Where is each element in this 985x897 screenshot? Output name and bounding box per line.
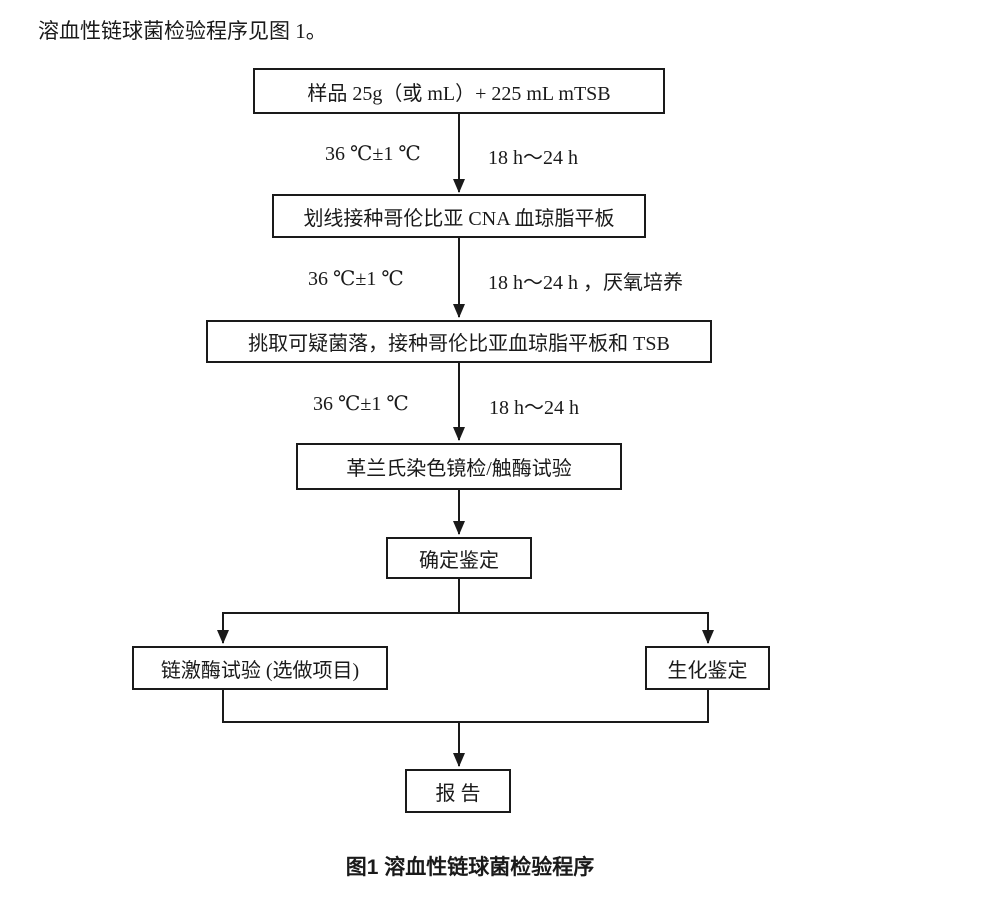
flow-node-confirm-label: 确定鉴定: [419, 549, 499, 572]
edge-label-step2-duration: 18 h～24 h ，厌氧培养: [488, 272, 683, 294]
intro-text: 溶血性链球菌检验程序见图 1。: [38, 19, 327, 43]
flow-node-biochemical-label: 生化鉴定: [667, 659, 748, 682]
flow-node-pick: 挑取可疑菌落，接种哥伦比亚血琼脂平板和 TSB: [206, 320, 712, 363]
flow-node-report-label: 报 告: [435, 782, 481, 805]
flow-node-streak: 划线接种哥伦比亚 CNA 血琼脂平板: [272, 194, 646, 238]
flow-node-streptokinase: 链激酶试验 (选做项目): [132, 646, 388, 690]
flow-node-streptokinase-label: 链激酶试验 (选做项目): [160, 659, 360, 682]
edge-label-step1-temperature: 36 ℃±1 ℃: [325, 143, 421, 165]
edge-label-step3-duration: 18 h～24 h: [489, 397, 579, 419]
flow-node-biochemical: 生化鉴定: [645, 646, 770, 690]
flow-node-pick-label: 挑取可疑菌落，接种哥伦比亚血琼脂平板和 TSB: [248, 333, 670, 355]
flow-node-sample-label: 样品 25g（或 mL）+ 225 mL mTSB: [307, 82, 611, 105]
figure-caption: 图1 溶血性链球菌检验程序: [345, 856, 595, 879]
edge-label-step1-duration: 18 h～24 h: [488, 147, 578, 169]
flow-node-report: 报 告: [405, 769, 511, 813]
edge-label-step3-temperature: 36 ℃±1 ℃: [313, 393, 409, 415]
flow-node-confirm: 确定鉴定: [386, 537, 532, 579]
flow-node-sample: 样品 25g（或 mL）+ 225 mL mTSB: [253, 68, 665, 114]
edge-label-step2-temperature: 36 ℃±1 ℃: [308, 268, 404, 290]
flow-node-gram: 革兰氏染色镜检/触酶试验: [296, 443, 622, 490]
flow-node-streak-label: 划线接种哥伦比亚 CNA 血琼脂平板: [303, 207, 615, 230]
flow-node-gram-label: 革兰氏染色镜检/触酶试验: [346, 458, 572, 480]
